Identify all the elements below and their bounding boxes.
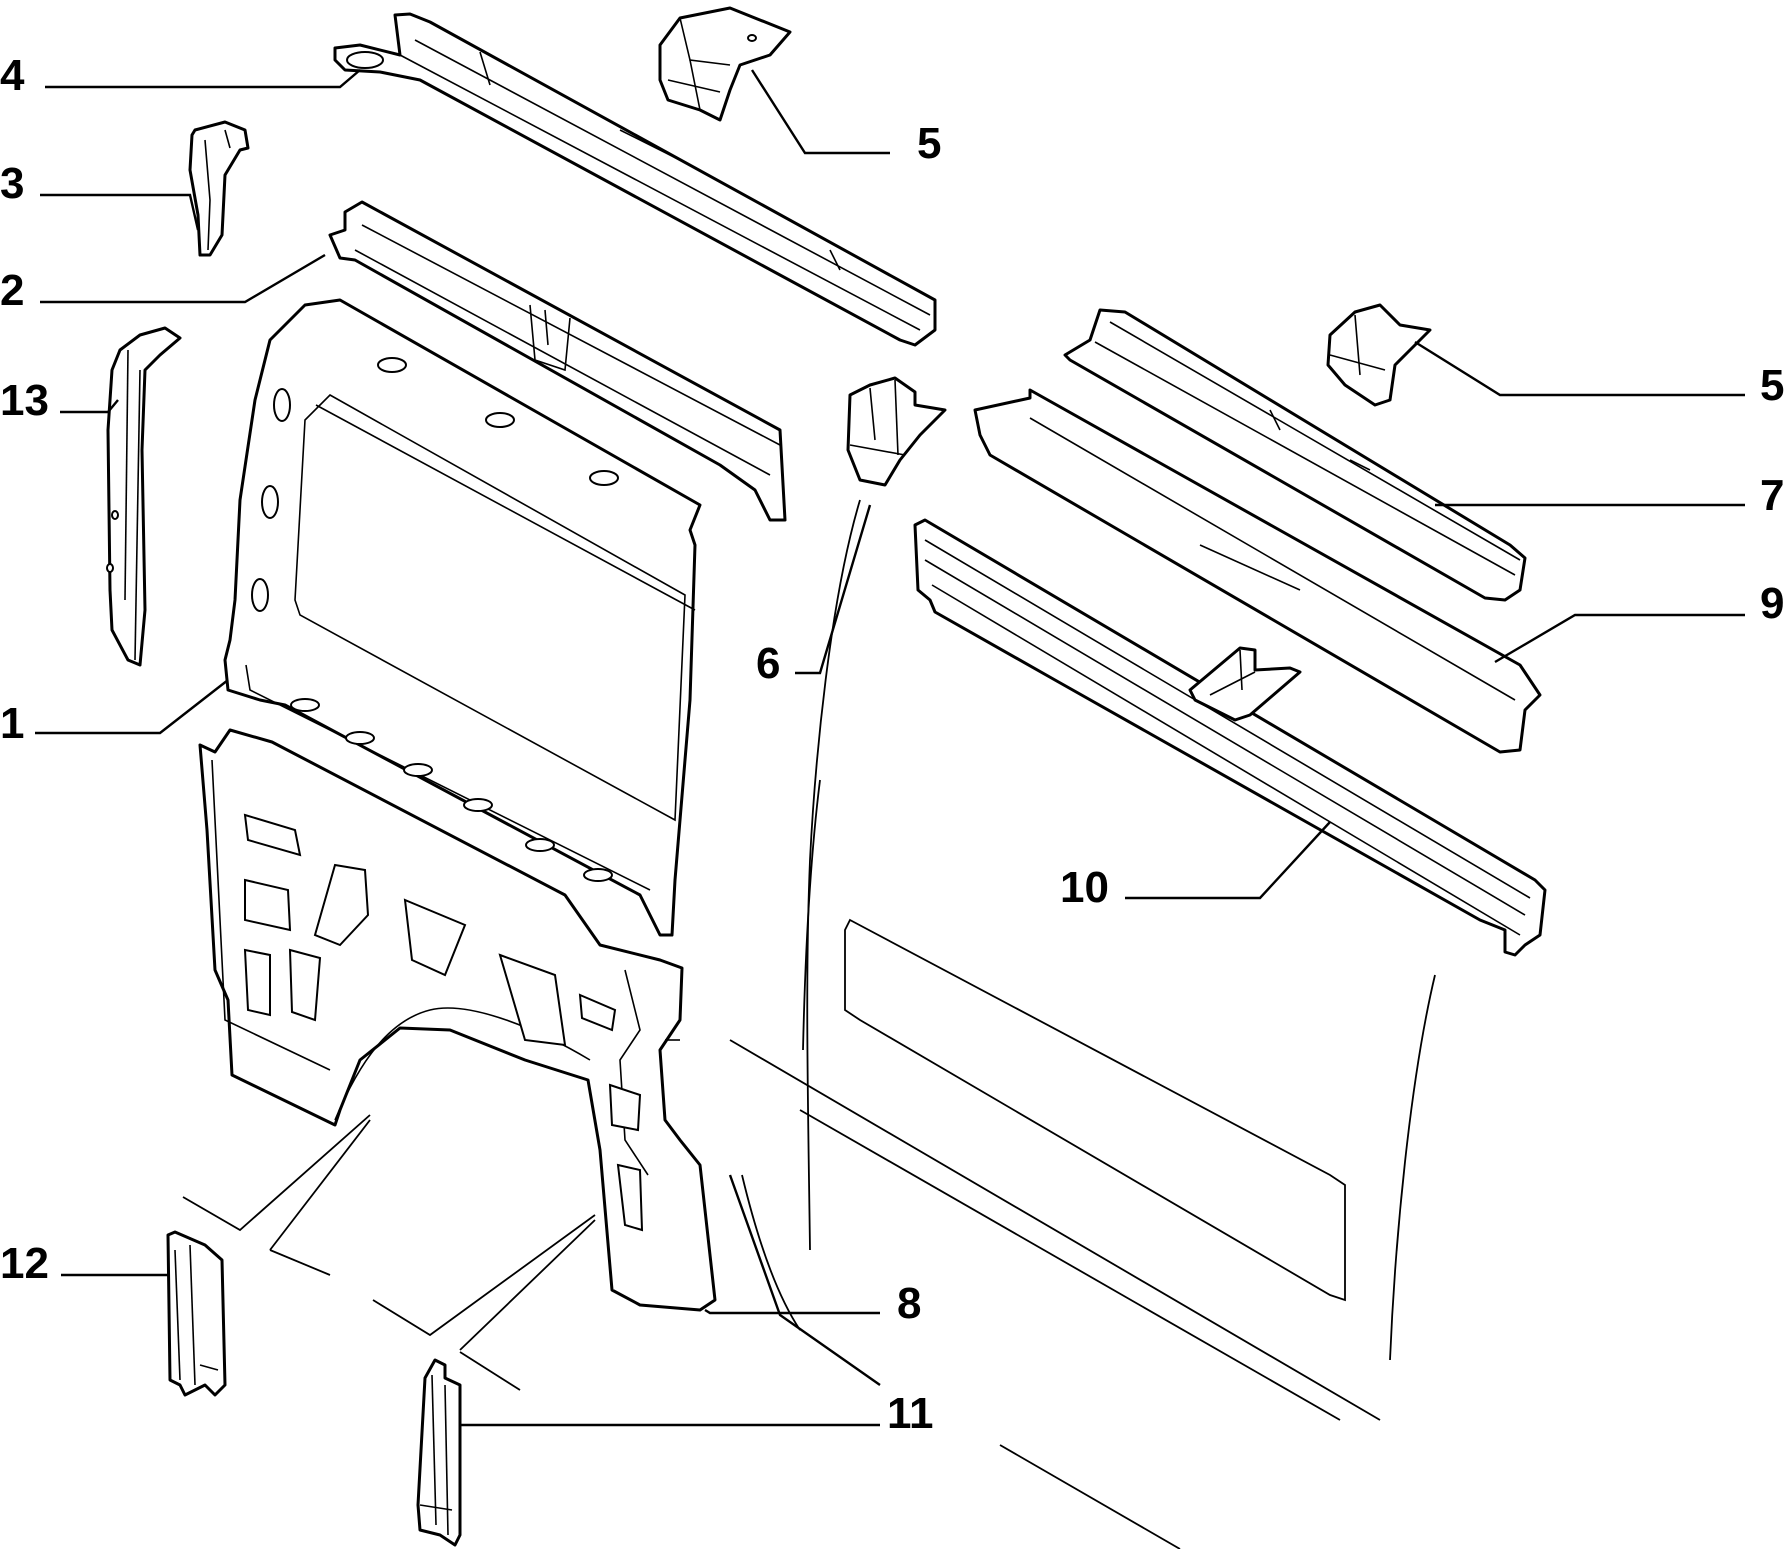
part-5-bracket-upper xyxy=(658,6,792,122)
part-13-pillar xyxy=(106,326,182,667)
callout-8: 8 xyxy=(897,1279,921,1328)
part-1-upper-panel xyxy=(223,298,702,937)
callout-7: 7 xyxy=(1760,471,1784,520)
callout-6: 6 xyxy=(756,639,780,688)
part-11-post xyxy=(416,1358,462,1547)
callout-10: 10 xyxy=(1060,863,1109,912)
part-10-sill-rail xyxy=(913,518,1547,957)
leader-lines xyxy=(35,69,1745,1427)
body-side-outline xyxy=(729,499,1436,1549)
callout-4: 4 xyxy=(0,51,25,100)
callout-9: 9 xyxy=(1760,579,1784,628)
callout-labels: 4 3 2 13 1 5 5 7 9 6 10 12 8 11 xyxy=(0,51,1784,1438)
callout-13: 13 xyxy=(0,376,49,425)
callout-12: 12 xyxy=(0,1239,49,1288)
floor-edge-lines xyxy=(182,1114,596,1391)
callout-3: 3 xyxy=(0,159,24,208)
callout-2: 2 xyxy=(0,266,24,315)
part-4-roof-rail xyxy=(333,12,937,347)
part-2-cross-member xyxy=(328,200,787,522)
part-3-bracket xyxy=(188,120,250,257)
callout-5-upper: 5 xyxy=(917,119,941,168)
part-7-roof-rail xyxy=(1063,308,1527,602)
callout-11: 11 xyxy=(887,1389,934,1438)
callout-5-lower: 5 xyxy=(1760,361,1784,410)
part-6-bracket xyxy=(846,376,947,487)
callout-1: 1 xyxy=(0,699,24,748)
part-12-post xyxy=(166,1230,227,1397)
part-8-lower-panel xyxy=(198,728,717,1312)
part-5-bracket-lower xyxy=(1326,303,1432,407)
part-9-long-rail xyxy=(973,388,1542,754)
